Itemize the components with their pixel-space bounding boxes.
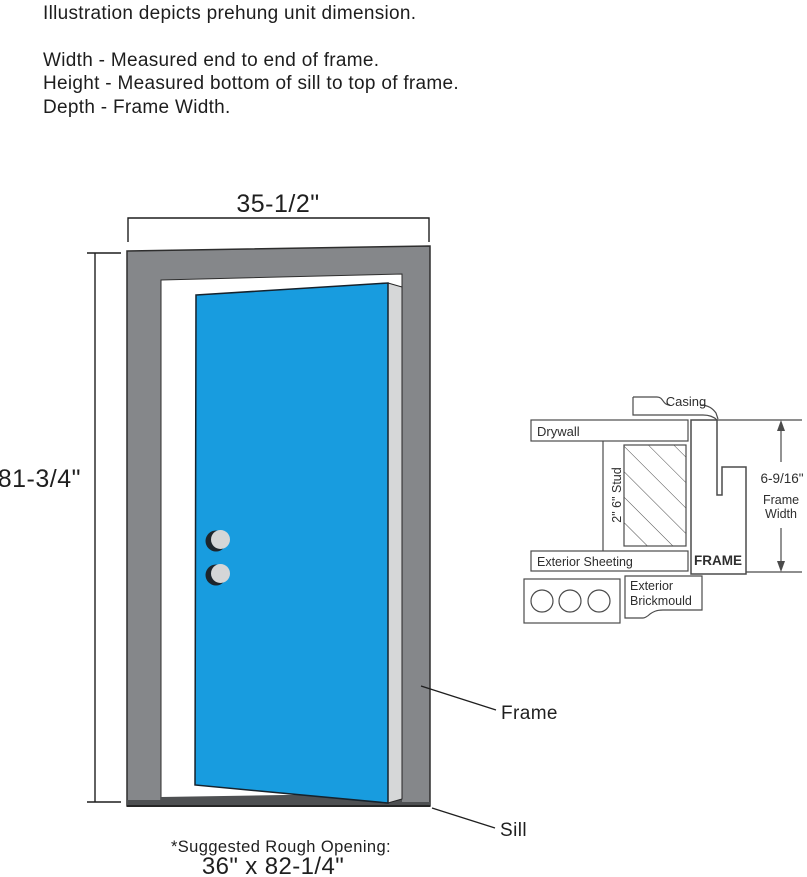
brickmould-label-line1: Exterior	[630, 579, 673, 593]
casing-label: Casing	[666, 394, 706, 409]
rough-opening-value: 36" x 82-1/4"	[202, 853, 344, 877]
frame-leader-line	[420, 685, 497, 711]
depth-definition: Depth - Frame Width.	[43, 96, 231, 118]
height-dimension-label: 81-3/4"	[0, 465, 81, 493]
brickmould-label-line2: Brickmould	[630, 594, 692, 608]
rough-opening-caption: *Suggested Rough Opening:	[171, 838, 391, 856]
door-edge	[387, 282, 403, 804]
knob-hole	[205, 564, 230, 586]
right-jamb-foot	[402, 802, 430, 807]
arrow-up-icon	[777, 420, 785, 431]
stud-label: 2" 6" Stud	[610, 467, 624, 522]
height-definition: Height - Measured bottom of sill to top …	[43, 73, 459, 94]
frame-width-caption-line2: Width	[765, 507, 797, 521]
width-definition: Width - Measured end to end of frame.	[43, 49, 380, 71]
header-text-block: Illustration depicts prehung unit dimens…	[43, 2, 459, 119]
frame-width-value: 6-9/16"	[760, 471, 803, 486]
frame-width-caption-line1: Frame	[763, 493, 799, 507]
door-panel	[194, 282, 389, 804]
sill-label: Sill	[500, 820, 527, 841]
dimension-lines	[87, 217, 430, 803]
frame-label: Frame	[501, 703, 558, 724]
frame-profile	[690, 419, 747, 575]
width-dimension-line	[127, 217, 430, 242]
cross-section	[523, 396, 802, 624]
brickmould-section-box	[523, 578, 621, 624]
deadbolt-hole	[205, 530, 230, 552]
frame-profile-label: FRAME	[694, 553, 742, 568]
brickmould-callout	[624, 575, 703, 619]
page-title: Illustration depicts prehung unit dimens…	[43, 3, 417, 24]
stud-hatch	[623, 444, 687, 547]
sheeting-box	[530, 550, 689, 572]
brickmould-circle	[530, 589, 554, 613]
casing-profile	[632, 396, 719, 421]
brickmould-circle	[558, 589, 582, 613]
arrow-down-icon	[777, 561, 785, 572]
left-jamb-foot	[127, 800, 161, 806]
brickmould-circle	[587, 589, 611, 613]
prehung-door-unit	[126, 245, 431, 807]
sheeting-label: Exterior Sheeting	[537, 555, 633, 569]
sill-leader-line	[431, 807, 496, 829]
width-dimension-label: 35-1/2"	[236, 190, 319, 218]
drywall-label: Drywall	[537, 424, 580, 439]
drywall-box	[530, 419, 689, 442]
cross-section-labels: Casing Drywall 2" 6" Stud FRAME 6-9/16" …	[537, 394, 804, 608]
